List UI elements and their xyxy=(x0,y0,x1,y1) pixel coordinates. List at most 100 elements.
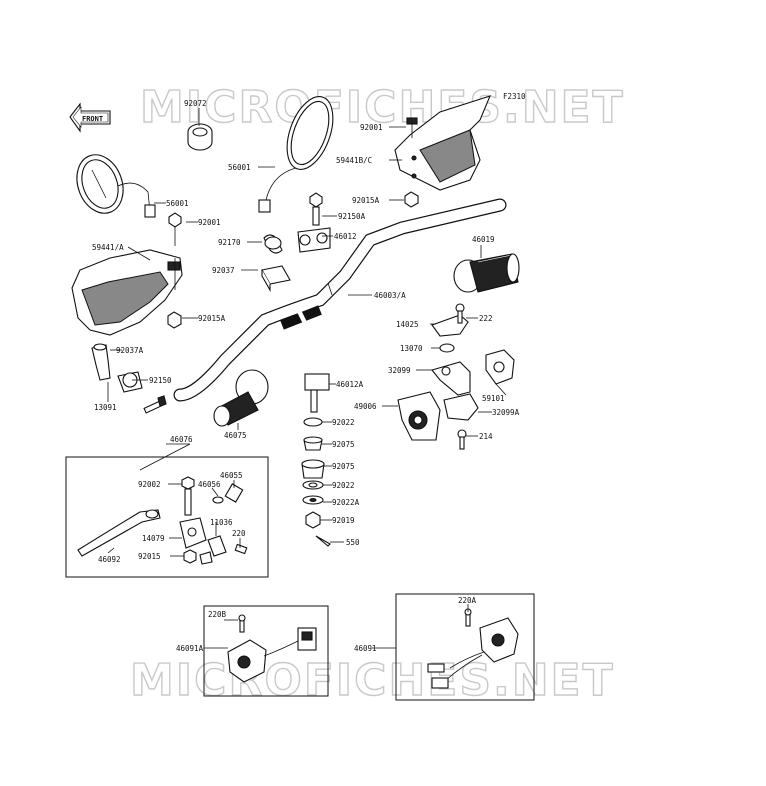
label-32099a: 32099A xyxy=(492,408,520,417)
clip-92072-part xyxy=(187,123,213,151)
label-220b: 220B xyxy=(208,610,227,619)
washer-92022-center xyxy=(303,417,323,427)
switch-11036 xyxy=(199,535,227,565)
clamp-92170 xyxy=(263,234,283,254)
label-46091a: 46091A xyxy=(176,644,204,653)
label-220: 220 xyxy=(232,529,246,538)
cover-32099a xyxy=(443,393,479,421)
label-59441a: 59441/A xyxy=(92,243,124,252)
label-46056: 46056 xyxy=(198,480,221,489)
label-92022-center: 92022 xyxy=(332,418,355,427)
screw-214 xyxy=(457,429,467,450)
label-220a: 220A xyxy=(458,596,477,605)
adjuster-46055 xyxy=(224,483,244,503)
housing-59101 xyxy=(485,349,515,385)
label-59441bc: 59441B/C xyxy=(336,156,372,165)
label-92001-top: 92001 xyxy=(360,123,383,132)
label-13070: 13070 xyxy=(400,344,423,353)
cover-32099 xyxy=(431,361,471,396)
holder-46012 xyxy=(297,227,331,253)
label-14079: 14079 xyxy=(142,534,165,543)
label-92015a-left: 92015A xyxy=(198,314,226,323)
screw-220b xyxy=(238,614,246,633)
nut-92015a-left xyxy=(167,311,182,329)
label-46076: 46076 xyxy=(170,435,193,444)
grip-left-46075 xyxy=(213,369,269,427)
label-46055: 46055 xyxy=(220,471,243,480)
nut-92015 xyxy=(183,549,197,564)
screw-222 xyxy=(455,303,465,324)
switch-46091 xyxy=(427,617,519,689)
switch-right-box xyxy=(395,593,535,701)
label-46012: 46012 xyxy=(334,232,357,241)
holder-46012a xyxy=(304,373,330,413)
label-92015a-top: 92015A xyxy=(352,196,380,205)
label-214: 214 xyxy=(479,432,493,441)
clamp-92037 xyxy=(261,265,291,293)
nut-92019 xyxy=(305,511,321,529)
label-92150: 92150 xyxy=(149,376,172,385)
label-46019: 46019 xyxy=(472,235,495,244)
clamp-92037a xyxy=(91,343,143,393)
label-56001-right: 56001 xyxy=(228,163,251,172)
label-92037: 92037 xyxy=(212,266,235,275)
watermark-top: MICROFICHES.NET xyxy=(140,82,625,133)
label-32099: 32099 xyxy=(388,366,411,375)
rubber-92075-b xyxy=(301,459,325,479)
front-arrow-icon: FRONT xyxy=(69,102,111,133)
figure-code: F2310 xyxy=(503,92,526,101)
label-92150a: 92150A xyxy=(338,212,366,221)
washer-92022a xyxy=(302,495,324,505)
label-46092: 46092 xyxy=(98,555,121,564)
switch-46091a xyxy=(227,627,317,683)
label-92002: 92002 xyxy=(138,480,161,489)
label-92075-b: 92075 xyxy=(332,462,355,471)
mirror-left-part xyxy=(76,154,156,218)
rubber-92075-a xyxy=(303,436,323,451)
bolt-92001-top xyxy=(406,117,418,138)
label-14025: 14025 xyxy=(396,320,419,329)
label-92037a: 92037A xyxy=(116,346,144,355)
leader-lines xyxy=(107,108,507,649)
label-59101: 59101 xyxy=(482,394,505,403)
label-46075: 46075 xyxy=(224,431,247,440)
label-46012a: 46012A xyxy=(336,380,364,389)
bolt-92001-left xyxy=(168,212,182,246)
watermark-bottom: MICROFICHES.NET xyxy=(130,655,615,706)
label-56001-left: 56001 xyxy=(166,199,189,208)
washer-46056 xyxy=(212,496,224,504)
handlebar-46003a xyxy=(173,198,507,402)
label-11036: 11036 xyxy=(210,518,233,527)
label-222: 222 xyxy=(479,314,493,323)
lever-assembly-box xyxy=(65,456,269,578)
grip-right-46019 xyxy=(453,253,520,293)
screw-220 xyxy=(234,543,248,555)
label-49006: 49006 xyxy=(354,402,377,411)
label-92022-lower: 92022 xyxy=(332,481,355,490)
throttle-49006 xyxy=(397,391,441,441)
label-92072: 92072 xyxy=(184,99,207,108)
spring-13070 xyxy=(439,343,455,353)
handguard-right-part xyxy=(394,95,491,191)
label-13091: 13091 xyxy=(94,403,117,412)
label-550: 550 xyxy=(346,538,360,547)
bracket-14025 xyxy=(431,314,469,337)
handguard-left-part xyxy=(71,249,183,336)
label-92015: 92015 xyxy=(138,552,161,561)
label-92075-a: 92075 xyxy=(332,440,355,449)
mirror-right-part xyxy=(258,96,334,213)
bolt-92002 xyxy=(181,476,195,516)
part-labels: 92072 92001 56001 59441B/C 56001 92001 9… xyxy=(92,99,520,653)
label-92022a: 92022A xyxy=(332,498,360,507)
pin-550 xyxy=(315,535,331,547)
bolt-92150 xyxy=(143,395,167,414)
lever-46092 xyxy=(77,509,161,557)
label-92001-left: 92001 xyxy=(198,218,221,227)
label-92019: 92019 xyxy=(332,516,355,525)
label-92170: 92170 xyxy=(218,238,241,247)
bracket-14079 xyxy=(179,517,207,549)
switch-left-box xyxy=(203,605,329,697)
label-46003a: 46003/A xyxy=(374,291,406,300)
